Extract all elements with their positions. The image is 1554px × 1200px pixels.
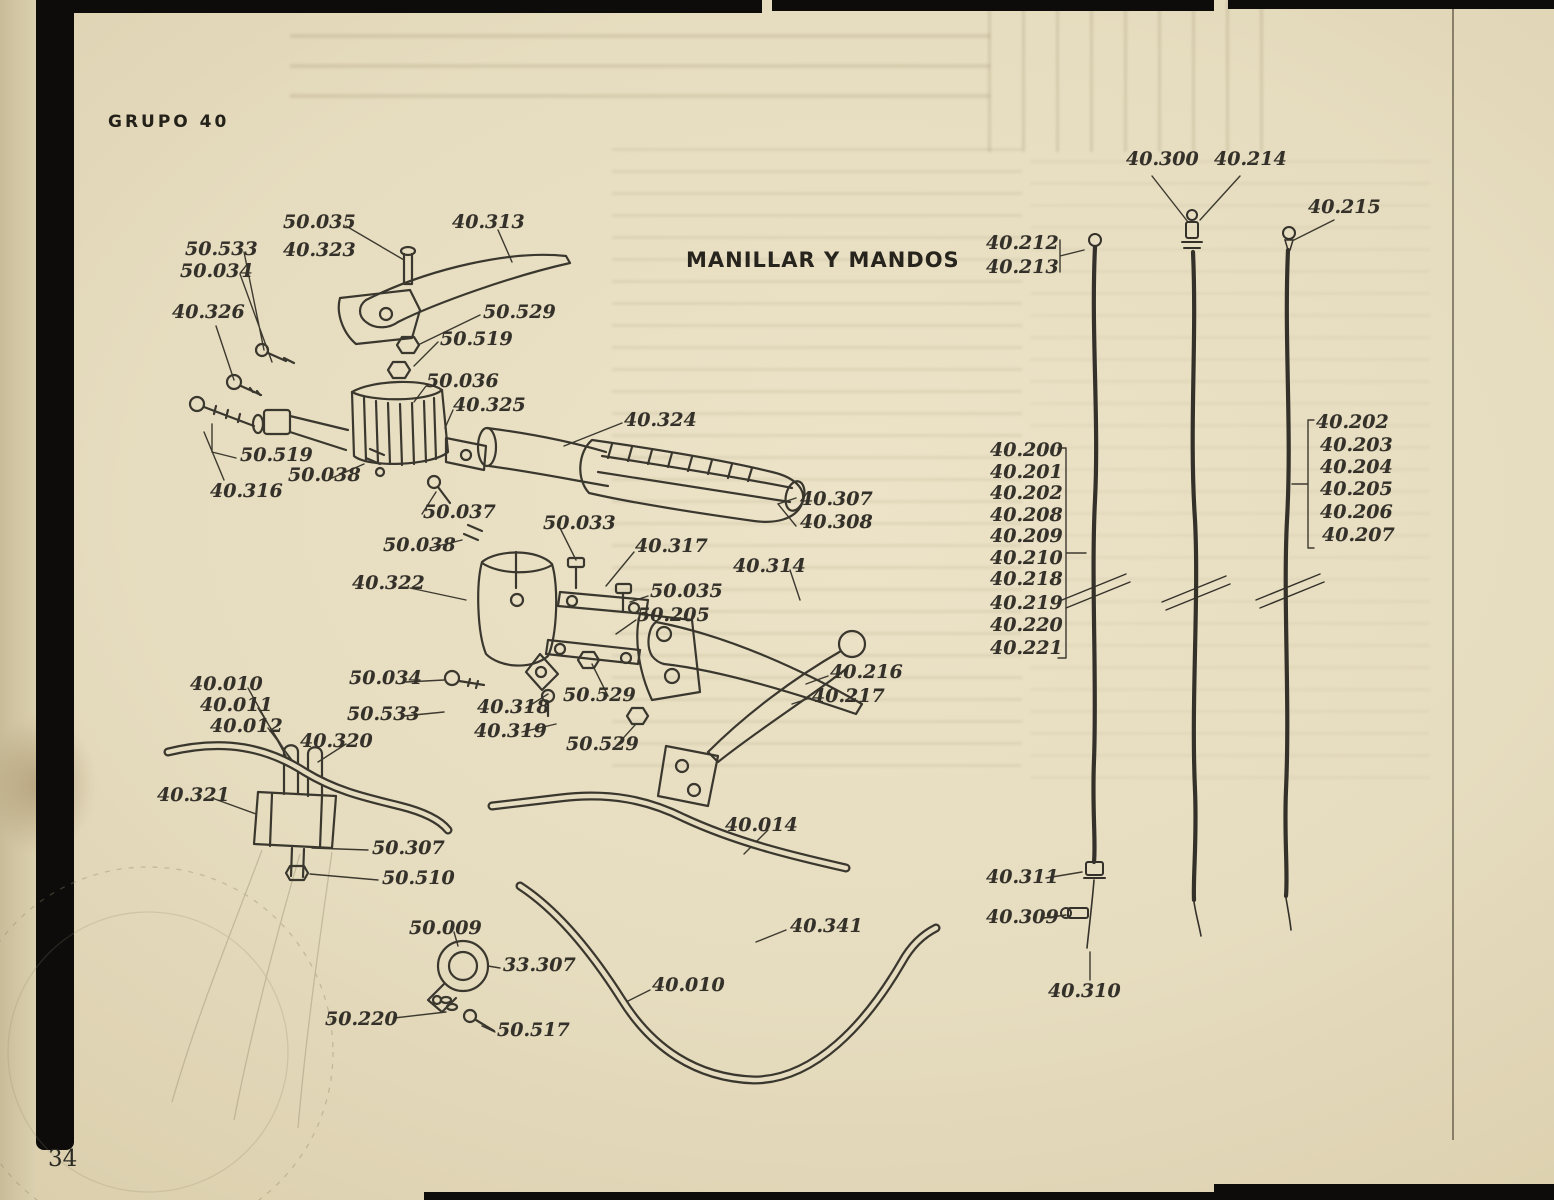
part-label: 40.221: [990, 637, 1063, 659]
part-label: 50.038: [288, 464, 361, 486]
part-label: 40.320: [300, 730, 373, 752]
part-label: 50.510: [382, 867, 455, 889]
part-label: 40.326: [172, 301, 245, 323]
part-label: 50.519: [440, 328, 513, 350]
print-bar-top: [36, 0, 762, 13]
part-label: 40.200: [990, 439, 1063, 461]
part-label: 50.034: [180, 260, 253, 282]
part-label: 40.323: [283, 239, 356, 261]
part-label: 40.214: [1214, 148, 1287, 170]
diagram-title: MANILLAR Y MANDOS: [686, 248, 960, 272]
part-label: 40.219: [990, 592, 1063, 614]
part-label: 40.208: [990, 504, 1063, 526]
part-label: 40.318: [477, 696, 550, 718]
part-label: 50.529: [563, 684, 636, 706]
part-label: 50.035: [650, 580, 723, 602]
part-label: 40.212: [986, 232, 1059, 254]
part-label: 50.033: [543, 512, 616, 534]
part-label: 50.035: [283, 211, 356, 233]
part-label: 50.034: [349, 667, 422, 689]
part-label: 40.210: [990, 547, 1063, 569]
part-label: 50.009: [409, 917, 482, 939]
part-label: 50.038: [383, 534, 456, 556]
print-bar-top: [772, 0, 1214, 11]
part-label: 40.321: [157, 784, 230, 806]
show-through-rule: [1452, 0, 1454, 1140]
part-label: 40.014: [725, 814, 798, 836]
part-label: 40.311: [986, 866, 1059, 888]
part-label: 40.202: [1316, 411, 1389, 433]
part-label: 40.201: [990, 461, 1063, 483]
fork-ghost-lines: [0, 849, 334, 1200]
part-label: 50.529: [483, 301, 556, 323]
part-label: 50.307: [372, 837, 445, 859]
print-bar-bottom: [1214, 1184, 1554, 1200]
part-label: 40.204: [1320, 456, 1393, 478]
part-label: 40.216: [830, 661, 903, 683]
control-cables: [1060, 209, 1325, 949]
part-label: 40.341: [790, 915, 863, 937]
part-label: 50.529: [566, 733, 639, 755]
part-label: 40.313: [452, 211, 525, 233]
part-label: 40.202: [990, 482, 1063, 504]
part-label: 40.300: [1126, 148, 1199, 170]
part-label: 40.319: [474, 720, 547, 742]
part-label: 50.533: [185, 238, 258, 260]
part-label: 50.519: [240, 444, 313, 466]
part-label: 50.036: [426, 370, 499, 392]
part-label: 40.307: [800, 488, 873, 510]
part-label: 40.205: [1320, 478, 1393, 500]
part-label: 40.310: [1048, 980, 1121, 1002]
part-label: 40.209: [990, 525, 1063, 547]
part-label: 40.220: [990, 614, 1063, 636]
print-bar-bottom: [424, 1192, 1214, 1200]
part-label: 40.203: [1320, 434, 1393, 456]
page-number: 34: [48, 1146, 78, 1172]
group-label: GRUPO 40: [108, 112, 230, 132]
part-label: 50.220: [325, 1008, 398, 1030]
part-label: 40.218: [990, 568, 1063, 590]
print-bar-top: [1228, 0, 1554, 9]
part-label: 40.217: [812, 685, 885, 707]
part-label: 50.205: [637, 604, 710, 626]
part-label: 40.206: [1320, 501, 1393, 523]
parts-lineart: [188, 245, 867, 1033]
part-label: 40.011: [200, 694, 273, 716]
part-label: 50.037: [423, 501, 496, 523]
part-label: 40.010: [190, 673, 263, 695]
print-bar-left: [36, 0, 74, 1150]
part-label: 40.207: [1322, 524, 1395, 546]
part-label: 40.322: [352, 572, 425, 594]
part-label: 40.324: [624, 409, 697, 431]
leader-lines: [203, 175, 1335, 1033]
part-label: 50.533: [347, 703, 420, 725]
part-label: 50.517: [497, 1019, 570, 1041]
part-label: 40.314: [733, 555, 806, 577]
paper-left-edge: [0, 0, 36, 1200]
part-label: 40.213: [986, 256, 1059, 278]
part-label: 33.307: [503, 954, 576, 976]
part-label: 40.309: [986, 906, 1059, 928]
part-label: 40.215: [1308, 196, 1381, 218]
part-label: 40.010: [652, 974, 725, 996]
part-label: 40.316: [210, 480, 283, 502]
part-label: 40.325: [453, 394, 526, 416]
part-label: 40.317: [635, 535, 708, 557]
part-label: 40.308: [800, 511, 873, 533]
part-label: 40.012: [210, 715, 283, 737]
handlebars: [163, 741, 941, 1085]
